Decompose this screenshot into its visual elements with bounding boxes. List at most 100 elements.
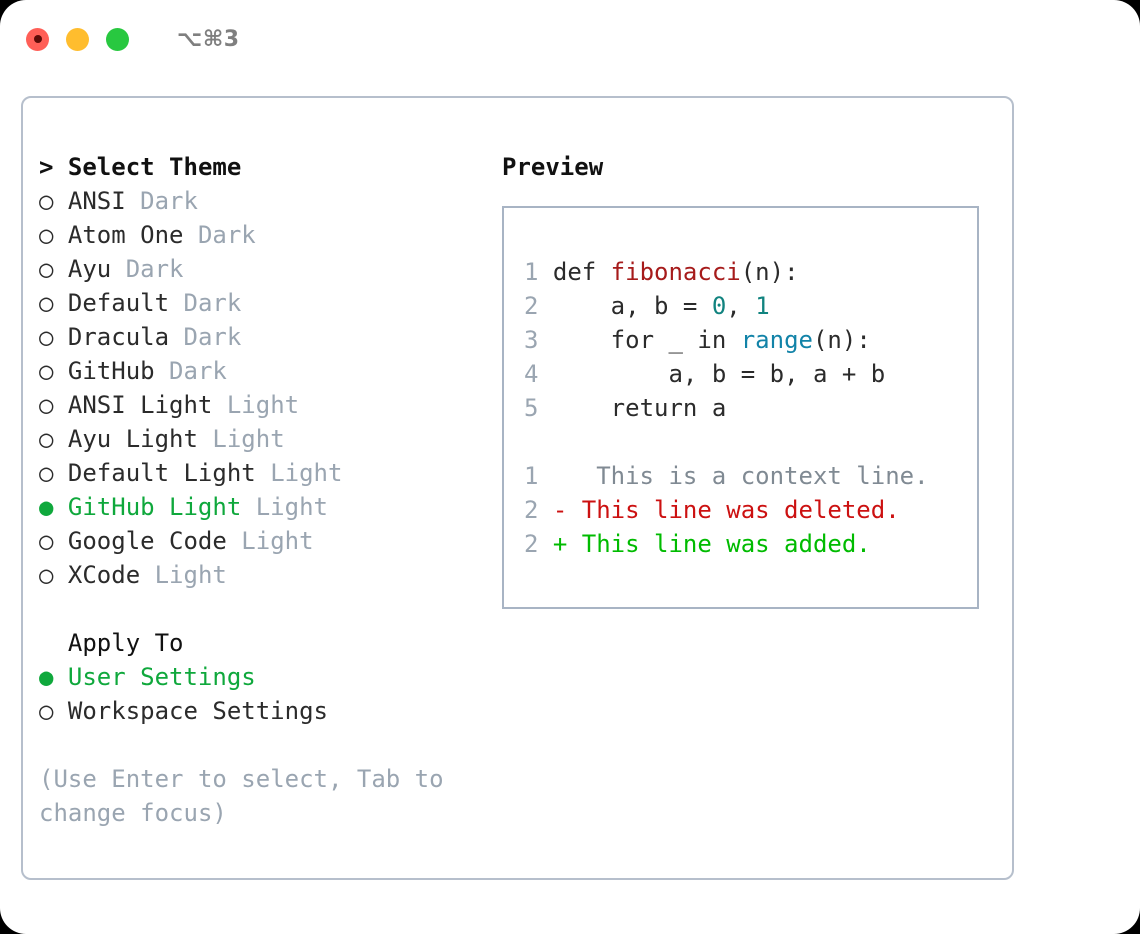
- radio-unselected-icon: ○: [39, 425, 54, 453]
- code-token: range: [740, 326, 813, 354]
- apply-to-item[interactable]: ● User Settings: [39, 660, 489, 694]
- code-token: def: [552, 258, 611, 286]
- diff-line-number: 1: [524, 462, 539, 490]
- diff-line-number: 2: [524, 496, 539, 524]
- code-token: a, b = b, a + b: [552, 360, 886, 388]
- apply-to-item-label: User Settings: [67, 663, 256, 691]
- keyboard-hint-text: (Use Enter to select, Tab to change focu…: [39, 765, 444, 827]
- code-line: 1 def fibonacci(n):: [524, 255, 977, 289]
- code-token: 1: [755, 292, 770, 320]
- theme-name-label: Default: [67, 289, 170, 317]
- theme-category-label: Dark: [197, 221, 256, 249]
- code-line: 4 a, b = b, a + b: [524, 357, 977, 391]
- radio-unselected-icon: ○: [39, 527, 54, 555]
- theme-list-item[interactable]: ○ Dracula Dark: [39, 320, 489, 354]
- theme-category-label: Light: [212, 425, 285, 453]
- code-line-number: 1: [524, 258, 539, 286]
- theme-list-item[interactable]: ○ Google Code Light: [39, 524, 489, 558]
- radio-unselected-icon: ○: [39, 255, 54, 283]
- theme-list-item[interactable]: ○ Default Dark: [39, 286, 489, 320]
- diff-line-number: 2: [524, 530, 539, 558]
- diff-line: 2+ This line was added.: [524, 527, 977, 561]
- main-panel: > Select Theme ○ ANSI Dark○ Atom One Dar…: [21, 96, 1014, 880]
- theme-list-item[interactable]: ○ Default Light Light: [39, 456, 489, 490]
- maximize-icon[interactable]: [106, 27, 129, 51]
- theme-name-label: Default Light: [67, 459, 256, 487]
- diff-line: 2- This line was deleted.: [524, 493, 977, 527]
- code-token: for _ in: [552, 326, 741, 354]
- radio-unselected-icon: ○: [39, 289, 54, 317]
- apply-to-header-label: Apply To: [67, 629, 184, 657]
- page-title: Select Theme: [67, 153, 242, 181]
- diff-sign: -: [552, 496, 568, 524]
- keyboard-shortcut-label: ⌥⌘3: [177, 26, 240, 52]
- theme-category-label: Light: [154, 561, 227, 589]
- theme-name-label: Ayu: [67, 255, 112, 283]
- theme-list-header-label: [53, 153, 67, 181]
- apply-to-list: ● User Settings○ Workspace Settings: [39, 660, 489, 728]
- radio-unselected-icon: ○: [39, 697, 54, 725]
- code-line: 2 a, b = 0, 1: [524, 289, 977, 323]
- traffic-lights: [26, 27, 129, 51]
- code-line: 5 return a: [524, 391, 977, 425]
- diff-line: 1 This is a context line.: [524, 459, 977, 493]
- theme-name-label: GitHub Light: [67, 493, 242, 521]
- diff-sign: [553, 459, 567, 493]
- apply-to-header: Apply To: [39, 626, 489, 660]
- theme-name-label: Dracula: [67, 323, 170, 351]
- radio-selected-icon: ●: [39, 493, 54, 521]
- caret-icon: >: [39, 153, 54, 181]
- theme-category-label: Dark: [183, 289, 242, 317]
- radio-unselected-icon: ○: [39, 323, 54, 351]
- radio-selected-icon: ●: [39, 663, 54, 691]
- theme-list-item[interactable]: ○ GitHub Dark: [39, 354, 489, 388]
- code-line-number: 2: [524, 292, 539, 320]
- theme-list-item[interactable]: ○ Ayu Dark: [39, 252, 489, 286]
- code-line: 3 for _ in range(n):: [524, 323, 977, 357]
- code-line-number: 3: [524, 326, 539, 354]
- theme-list-item[interactable]: ○ Ayu Light Light: [39, 422, 489, 456]
- theme-category-label: Dark: [125, 255, 184, 283]
- code-token: return a: [552, 394, 727, 422]
- theme-category-label: Light: [255, 493, 328, 521]
- theme-name-label: GitHub: [67, 357, 155, 385]
- code-token: (n):: [812, 326, 871, 354]
- theme-list-item[interactable]: ○ XCode Light: [39, 558, 489, 592]
- apply-header-spacer: [39, 626, 53, 660]
- code-token: fibonacci: [610, 258, 741, 286]
- theme-name-label: Atom One: [67, 221, 184, 249]
- code-token: 0: [711, 292, 727, 320]
- theme-category-label: Dark: [183, 323, 242, 351]
- theme-name-label: Ayu Light: [67, 425, 198, 453]
- theme-name-label: ANSI Light: [67, 391, 213, 419]
- theme-list-item[interactable]: ○ ANSI Dark: [39, 184, 489, 218]
- title-bar: ⌥⌘3: [0, 0, 1140, 78]
- theme-list-item[interactable]: ● GitHub Light Light: [39, 490, 489, 524]
- radio-unselected-icon: ○: [39, 221, 54, 249]
- code-token: (n):: [740, 258, 799, 286]
- theme-name-label: ANSI: [67, 187, 126, 215]
- minimize-icon[interactable]: [66, 27, 89, 51]
- apply-to-item[interactable]: ○ Workspace Settings: [39, 694, 489, 728]
- theme-name-label: XCode: [67, 561, 141, 589]
- theme-list-item[interactable]: ○ Atom One Dark: [39, 218, 489, 252]
- theme-category-label: Dark: [169, 357, 227, 385]
- diff-preview: 1 This is a context line.2- This line wa…: [524, 459, 977, 561]
- diff-text: This line was deleted.: [567, 496, 900, 524]
- code-token: a, b =: [552, 292, 712, 320]
- theme-list-item[interactable]: ○ ANSI Light Light: [39, 388, 489, 422]
- theme-selector-column: > Select Theme ○ ANSI Dark○ Atom One Dar…: [39, 150, 489, 830]
- close-icon[interactable]: [26, 27, 49, 51]
- radio-unselected-icon: ○: [39, 561, 54, 589]
- code-line-number: 4: [524, 360, 539, 388]
- preview-title: Preview: [502, 153, 604, 181]
- radio-unselected-icon: ○: [39, 187, 54, 215]
- theme-category-label: Dark: [140, 187, 198, 215]
- theme-list: ○ ANSI Dark○ Atom One Dark○ Ayu Dark○ De…: [39, 184, 489, 592]
- theme-name-label: Google Code: [67, 527, 227, 555]
- radio-unselected-icon: ○: [39, 357, 54, 385]
